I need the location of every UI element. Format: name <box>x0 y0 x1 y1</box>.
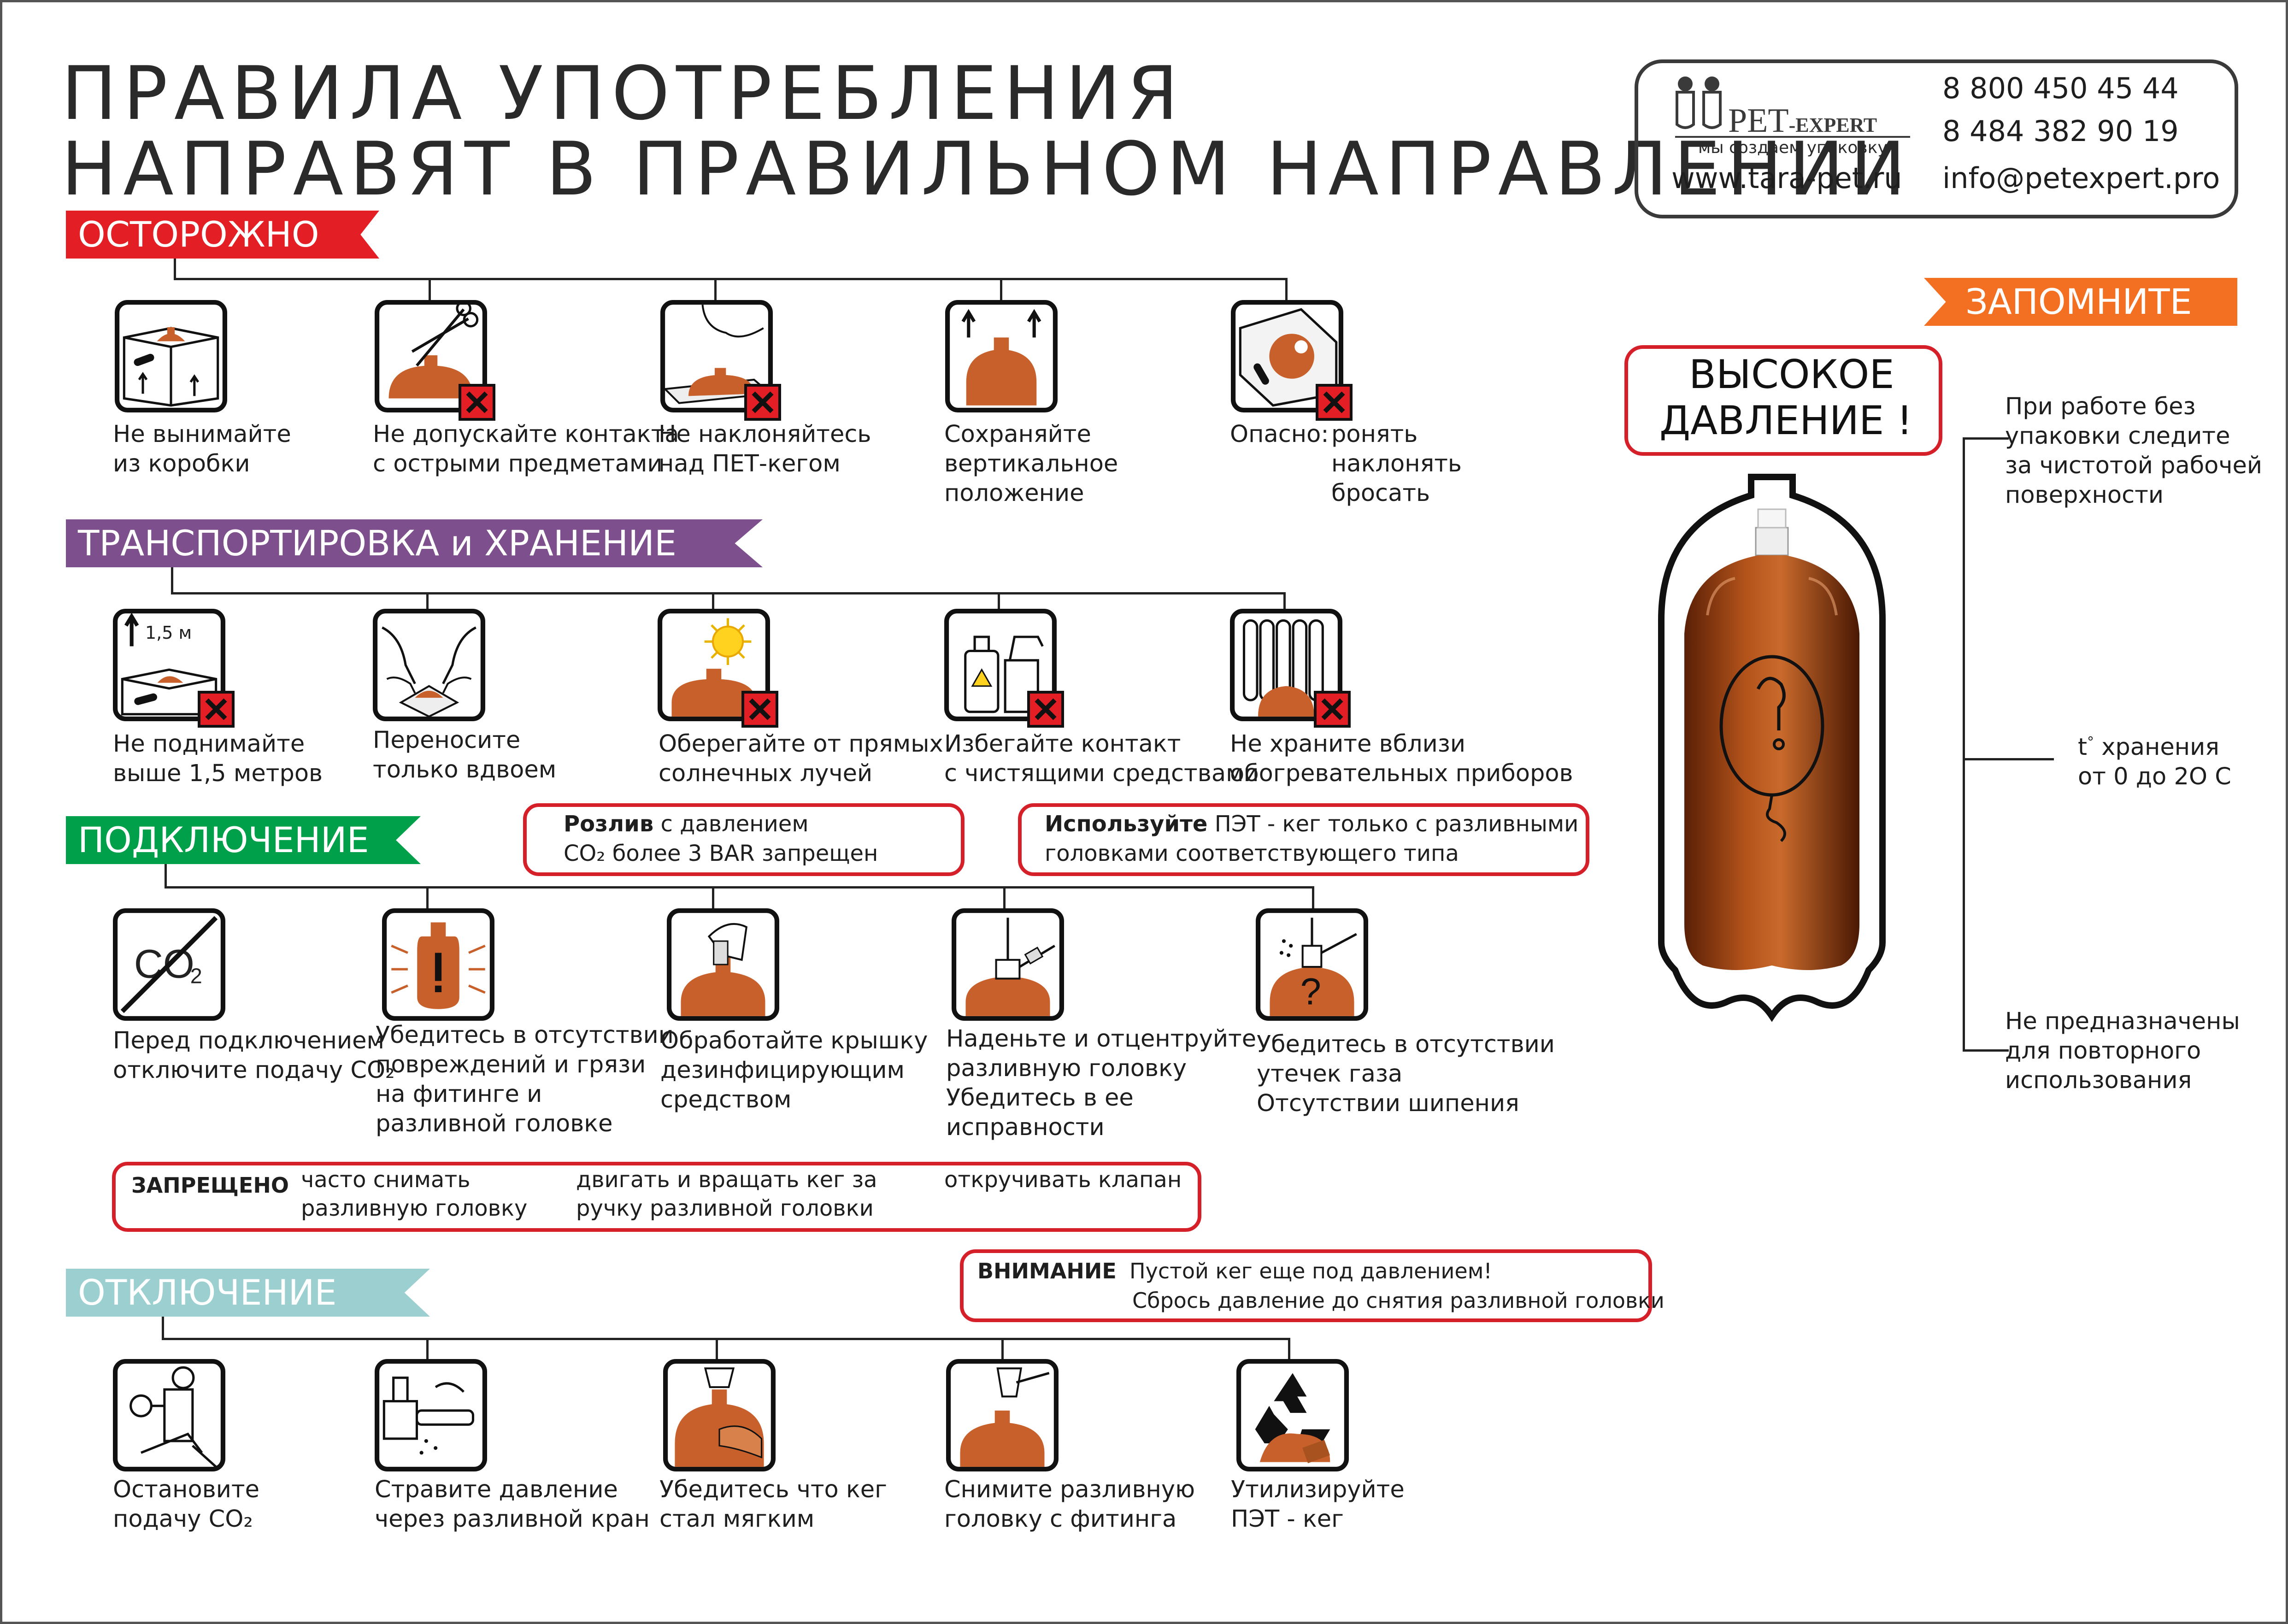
lift-height-icon <box>113 609 225 721</box>
prohibited-mark-icon <box>741 691 778 728</box>
two-hands-carry-icon <box>373 609 485 721</box>
prohibited-mark-icon <box>1314 691 1351 728</box>
phone-primary[interactable]: 8 800 450 45 44 <box>1942 71 2179 105</box>
upright-keg-icon <box>945 300 1058 412</box>
warning-line2: Сбрось давление до снятия разливной голо… <box>1132 1288 1665 1313</box>
notes-bracket <box>1963 437 1965 1050</box>
note-heads-box <box>1018 803 1589 876</box>
forbidden-label: ЗАПРЕЩЕНО <box>131 1173 289 1198</box>
radiator-icon <box>1230 609 1342 721</box>
disconnect-connector <box>162 1338 1290 1340</box>
soft-keg-icon <box>663 1359 776 1471</box>
warning-box <box>960 1249 1652 1322</box>
note-pressure-box <box>523 803 965 876</box>
transport-connector <box>171 592 1284 594</box>
connection-connector <box>165 886 1314 888</box>
caution-connector <box>174 278 1286 280</box>
section-banner-disconnect: ОТКЛЮЧЕНИЕ <box>66 1269 430 1317</box>
lift-height-tag: 1,5 м <box>145 623 192 643</box>
remove-head-icon <box>946 1359 1059 1471</box>
disinfect-cap-icon <box>667 908 779 1021</box>
gas-leak-icon: ? <box>1256 908 1368 1021</box>
prohibited-mark-icon <box>744 384 781 421</box>
logo-suffix: -EXPERT <box>1788 114 1877 136</box>
forbidden-item-3: откручивать клапан <box>944 1167 1182 1193</box>
logo-name: PET <box>1728 102 1789 140</box>
website-link[interactable]: www.tara-pet.ru <box>1671 161 1902 195</box>
section-banner-caution: ОСТОРОЖНО <box>66 211 379 259</box>
svg-text:?: ? <box>1300 971 1321 1012</box>
sun-icon <box>658 609 770 721</box>
recycle-icon <box>1236 1359 1349 1471</box>
caption-caution-5-label: Опасно: <box>1230 421 1329 448</box>
note-pressure-line2: CO₂ более 3 BAR запрещен <box>564 841 878 866</box>
svg-text:2: 2 <box>190 964 202 988</box>
prohibited-mark-icon <box>198 691 235 728</box>
inspect-keg-icon <box>382 908 494 1021</box>
contact-card <box>1635 59 2238 218</box>
logo <box>1670 74 1730 135</box>
regulator-icon <box>113 1359 225 1471</box>
note-pressure-line1: Розлив с давлением <box>564 811 809 837</box>
tilted-box-icon <box>1231 300 1343 412</box>
high-pressure-line2: ДАВЛЕНИЕ ! <box>1659 398 1913 444</box>
section-banner-connection: ПОДКЛЮЧЕНИЕ <box>66 816 421 864</box>
email-link[interactable]: info@petexpert.pro <box>1942 161 2220 195</box>
logo-underline <box>1675 136 1910 138</box>
box-keg-icon <box>115 300 227 412</box>
note-heads-line2: головками соответствующего типа <box>1045 841 1459 866</box>
warning-line1: Пустой кег еще под давлением! <box>1129 1259 1492 1283</box>
high-pressure-box <box>1624 345 1942 456</box>
page-title-line1: ПРАВИЛА УПОТРЕБЛЕНИЯ <box>61 50 1185 136</box>
scissors-keg-icon <box>375 300 487 412</box>
prohibited-mark-icon <box>459 384 495 421</box>
bottles-logo-icon <box>1676 76 1722 129</box>
forbidden-box <box>112 1162 1201 1232</box>
attach-head-icon <box>952 908 1064 1021</box>
logo-tagline: мы создаем упаковку <box>1698 138 1888 157</box>
page-title-line2: НАПРАВЯТ В ПРАВИЛЬНОМ НАПРАВЛЕНИИ <box>61 126 1912 212</box>
prohibited-mark-icon <box>1027 691 1064 728</box>
phone-secondary[interactable]: 8 484 382 90 19 <box>1942 114 2179 148</box>
high-pressure-line1: ВЫСОКОЕ <box>1689 352 1894 398</box>
prohibited-mark-icon <box>1316 384 1353 421</box>
warning-label: ВНИМАНИЕ <box>977 1259 1117 1283</box>
section-banner-transport: ТРАНСПОРТИРОВКА и ХРАНЕНИЕ <box>66 519 763 567</box>
note-heads-line1: Используйте ПЭТ - кег только с разливным… <box>1045 811 1579 837</box>
tap-release-icon <box>375 1359 487 1471</box>
pet-keg-illustration <box>1652 468 1892 1035</box>
section-banner-remember: ЗАПОМНИТЕ <box>1924 278 2237 326</box>
